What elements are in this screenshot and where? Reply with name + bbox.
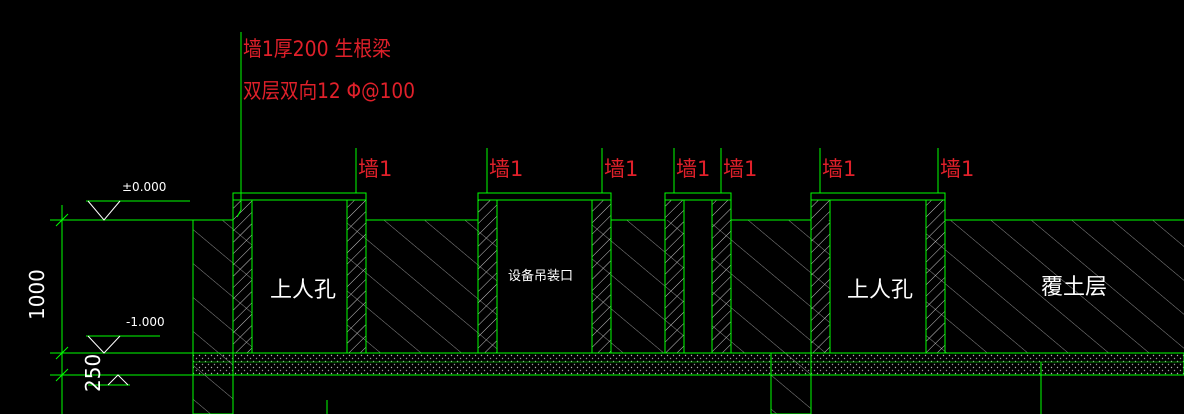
wall-tag: 墙1 (940, 157, 974, 181)
equipment-hatch-label: 设备吊装口 (508, 268, 573, 284)
base-slab (192, 352, 1184, 376)
level-top-symbol (87, 200, 121, 221)
wall-tag-leaders (355, 148, 939, 193)
manhole-1-label: 上人孔 (270, 278, 336, 303)
lower-members (192, 352, 1042, 414)
dimension-line (55, 205, 69, 414)
wall-caps (232, 192, 946, 201)
note-line-1: 墙1厚200 生根梁 (243, 37, 391, 61)
note-leader (236, 32, 242, 218)
level-lower-marker (107, 374, 129, 386)
dimension-1000-label: 1000 (25, 269, 49, 320)
level-bottom-symbol (87, 335, 121, 354)
wall-tag: 墙1 (358, 157, 392, 181)
level-top-label: ±0.000 (122, 180, 166, 194)
wall-tag: 墙1 (489, 157, 523, 181)
wall-tag: 墙1 (822, 157, 856, 181)
dimension-250-label: 250 (81, 354, 105, 392)
soil-cover-label: 覆土层 (1041, 275, 1107, 300)
manhole-2-label: 上人孔 (847, 278, 913, 303)
wall-tag: 墙1 (676, 157, 710, 181)
level-bottom-label: -1.000 (126, 315, 165, 329)
outline-lines (50, 200, 1184, 414)
note-line-2: 双层双向12 Φ@100 (243, 79, 415, 103)
wall-tag: 墙1 (723, 157, 757, 181)
wall-tag: 墙1 (604, 157, 638, 181)
openings (252, 200, 926, 353)
